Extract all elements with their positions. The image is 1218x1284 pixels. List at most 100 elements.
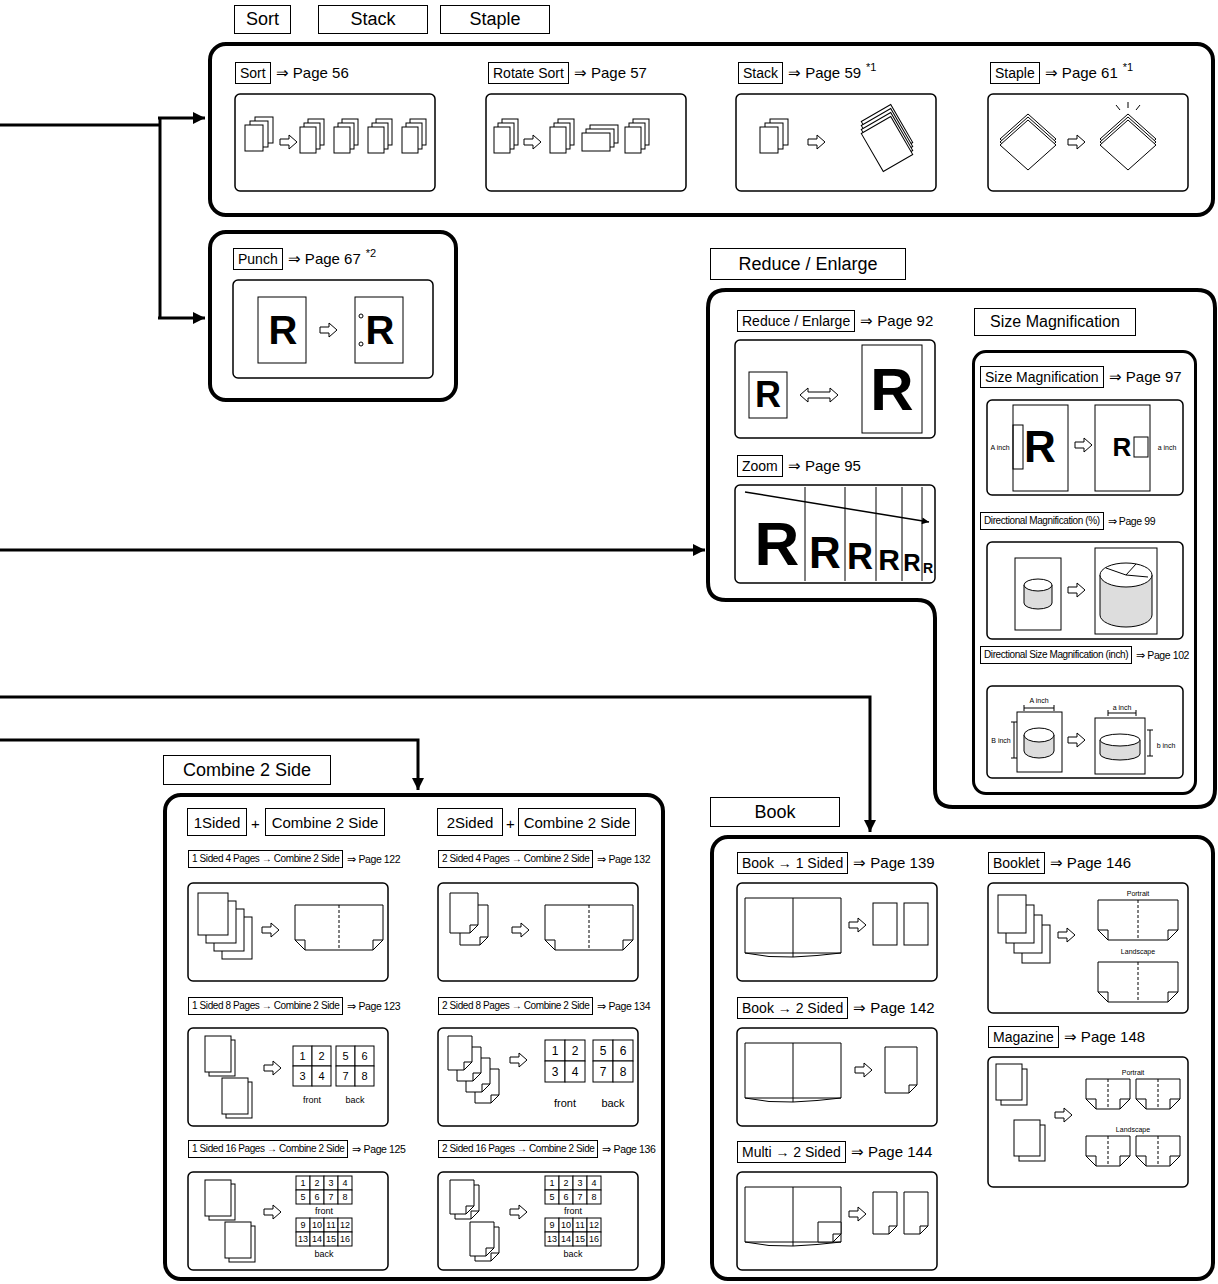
- illustration-frame: [188, 1172, 388, 1270]
- page-sheet: [1095, 718, 1145, 774]
- dimension-bracket: [1013, 425, 1023, 469]
- grid-cell: [573, 1232, 587, 1246]
- page-reference: ⇒ Page 99: [1108, 514, 1155, 528]
- heading-tab: Stack: [318, 5, 428, 34]
- flow-arrow: [0, 124, 160, 127]
- page-number: 1: [552, 1045, 559, 1057]
- page-reference: ⇒ Page 95: [788, 457, 861, 475]
- group-box: BookBook → 1 Sided⇒ Page 139Book → 2 Sid…: [710, 835, 1215, 1281]
- group-box: Combine 2 Side1Sided+Combine 2 Side2Side…: [163, 793, 665, 1281]
- page-reference: ⇒ Page 56: [276, 64, 349, 82]
- grid-cell: [338, 1176, 352, 1190]
- page-number: 6: [563, 1193, 568, 1202]
- page-sheet: [368, 127, 384, 153]
- grid-cell: [559, 1232, 573, 1246]
- hatch-line: [1106, 564, 1148, 577]
- grid-cell: [336, 1046, 355, 1066]
- panel-header: 2 Sided 8 Pages → Combine 2 Side⇒ Page 1…: [438, 997, 650, 1015]
- page-reference: ⇒ Page 123: [347, 999, 400, 1013]
- grid-cell: [559, 1218, 573, 1232]
- heading-tab: 1Sided: [187, 808, 247, 836]
- heading-tab: Combine 2 Side: [518, 808, 636, 836]
- grid-cell: [338, 1190, 352, 1204]
- book-spine: [793, 1043, 794, 1102]
- grid-cell: [324, 1232, 338, 1246]
- page-number: 3: [577, 1179, 582, 1188]
- duplex-page: [904, 1192, 928, 1234]
- panel-header: 1 Sided 4 Pages → Combine 2 Side⇒ Page 1…: [188, 850, 400, 868]
- hollow-arrow: [1075, 438, 1092, 452]
- function-label: Rotate Sort: [488, 62, 569, 84]
- figure-note: back: [314, 1250, 333, 1259]
- page-curl: [486, 1248, 494, 1256]
- illustration-frame: [438, 1172, 638, 1270]
- page-sheet: [494, 127, 510, 153]
- page-number: 10: [312, 1221, 322, 1230]
- duplex-page: [885, 1047, 917, 1093]
- figure-note: front: [303, 1096, 321, 1105]
- fold-corner: [545, 940, 633, 950]
- page-number: 10: [561, 1221, 571, 1230]
- illustration-frame: [188, 883, 388, 981]
- page-curl: [480, 937, 488, 945]
- duplex-page: [448, 1036, 472, 1070]
- grid-cell: [565, 1040, 585, 1061]
- page-curl: [482, 1084, 490, 1092]
- heading-tab: Combine 2 Side: [163, 755, 331, 785]
- page-number: 5: [342, 1051, 348, 1062]
- grid-cell: [336, 1066, 355, 1086]
- grid-cell: [296, 1176, 310, 1190]
- figure-note: b inch: [1157, 742, 1176, 749]
- page-reference: ⇒ Page 59: [788, 64, 861, 82]
- page-sheet: [245, 125, 263, 151]
- panel-header: Punch⇒ Page 67*2: [233, 248, 376, 270]
- hollow-arrow: [1068, 583, 1085, 597]
- page-number: 6: [361, 1051, 367, 1062]
- illustration-frame: [987, 400, 1183, 495]
- illustration-frame: [735, 340, 935, 438]
- page-number: 8: [361, 1071, 367, 1082]
- page-sheet: [862, 345, 922, 433]
- figure-note: B inch: [991, 737, 1010, 744]
- function-label: 1 Sided 4 Pages → Combine 2 Side: [188, 850, 343, 868]
- grid-cell: [545, 1190, 559, 1204]
- page-number: 12: [340, 1221, 350, 1230]
- book-edge: [745, 1098, 841, 1102]
- grid-cell: [587, 1176, 601, 1190]
- page-sheet: [625, 127, 641, 153]
- sample-letter: R: [1113, 434, 1132, 460]
- function-label: Punch: [233, 248, 283, 270]
- page-number: 7: [577, 1193, 582, 1202]
- page-sheet: [550, 127, 566, 153]
- function-panel: 2 Sided 8 Pages → Combine 2 Side⇒ Page 1…: [436, 997, 660, 1127]
- hollow-arrow: [320, 323, 337, 337]
- page-number: 11: [326, 1221, 335, 1230]
- page-sheet: [1013, 405, 1068, 491]
- figure-note: back: [345, 1096, 364, 1105]
- grid-cell: [587, 1218, 601, 1232]
- page-number: 2: [563, 1179, 568, 1188]
- duplex-page: [450, 1180, 474, 1214]
- page-number: 12: [589, 1221, 599, 1230]
- page-sheet: [1017, 712, 1062, 772]
- hollow-arrow: [512, 923, 529, 937]
- folded-sheet: [1098, 900, 1178, 940]
- page-sheet: [1015, 558, 1061, 630]
- folded-sheet: [1136, 1079, 1180, 1109]
- page-number: 16: [340, 1235, 350, 1244]
- function-label: Directional Magnification (%): [980, 512, 1104, 530]
- sample-letter: R: [903, 551, 920, 575]
- page-sheet: [222, 1078, 248, 1114]
- page-number: 1: [299, 1051, 305, 1062]
- heading-tab: Book: [710, 797, 840, 827]
- function-label: Booklet: [988, 852, 1045, 874]
- grid-cell: [310, 1176, 324, 1190]
- function-panel: 1 Sided 4 Pages → Combine 2 Side⇒ Page 1…: [186, 850, 430, 982]
- folded-sheet: [295, 905, 383, 950]
- zoom-step: [876, 487, 877, 581]
- page-sheet: [873, 903, 897, 945]
- function-label: Zoom: [737, 455, 783, 477]
- fold-line: [1158, 1079, 1159, 1109]
- dimension-line: [1024, 705, 1054, 711]
